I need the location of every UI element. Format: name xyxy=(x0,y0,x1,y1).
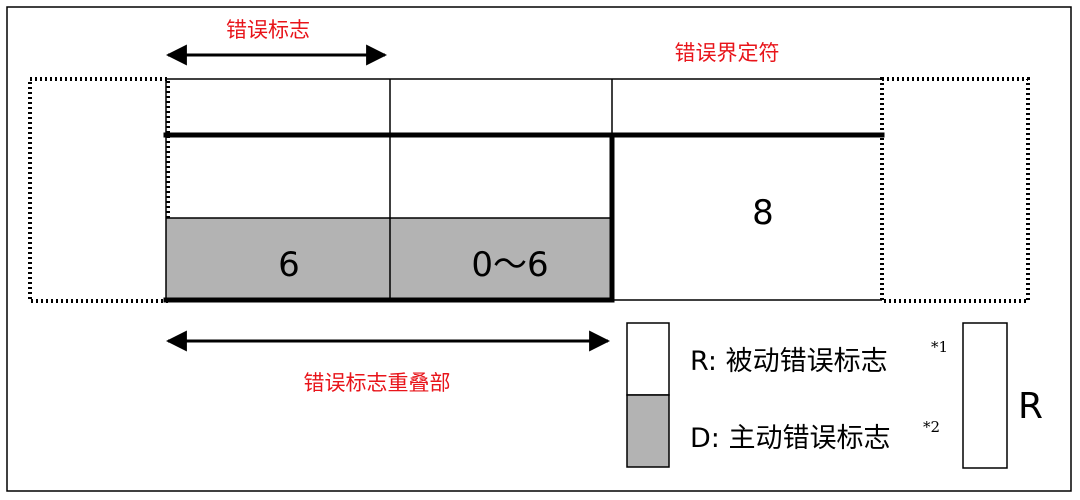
left-dotted-box xyxy=(28,77,170,303)
delimiter-value: 8 xyxy=(752,193,774,233)
active-footnote-mark: *2 xyxy=(923,418,940,436)
grid-lines xyxy=(165,78,882,301)
receiver-label: R xyxy=(1018,386,1043,427)
outer-border xyxy=(6,6,1072,492)
bus-lines xyxy=(163,132,885,303)
receiver-box xyxy=(962,322,1008,469)
overlap-label: 错误标志重叠部 xyxy=(304,371,451,395)
right-dotted-box xyxy=(880,77,1030,303)
passive-footnote-mark: *1 xyxy=(931,338,948,356)
passive-legend-swatch xyxy=(626,322,670,396)
error-flag-label: 错误标志 xyxy=(226,18,310,42)
col2-value: 0～6 xyxy=(471,245,548,285)
active-legend-text: D: 主动错误标志 xyxy=(690,423,890,454)
col1-value: 6 xyxy=(278,245,300,285)
active-flag-shading xyxy=(166,218,612,300)
passive-legend-text: R: 被动错误标志 xyxy=(690,346,888,377)
error-delimiter-label: 错误界定符 xyxy=(675,41,780,65)
active-legend-swatch xyxy=(626,394,670,468)
